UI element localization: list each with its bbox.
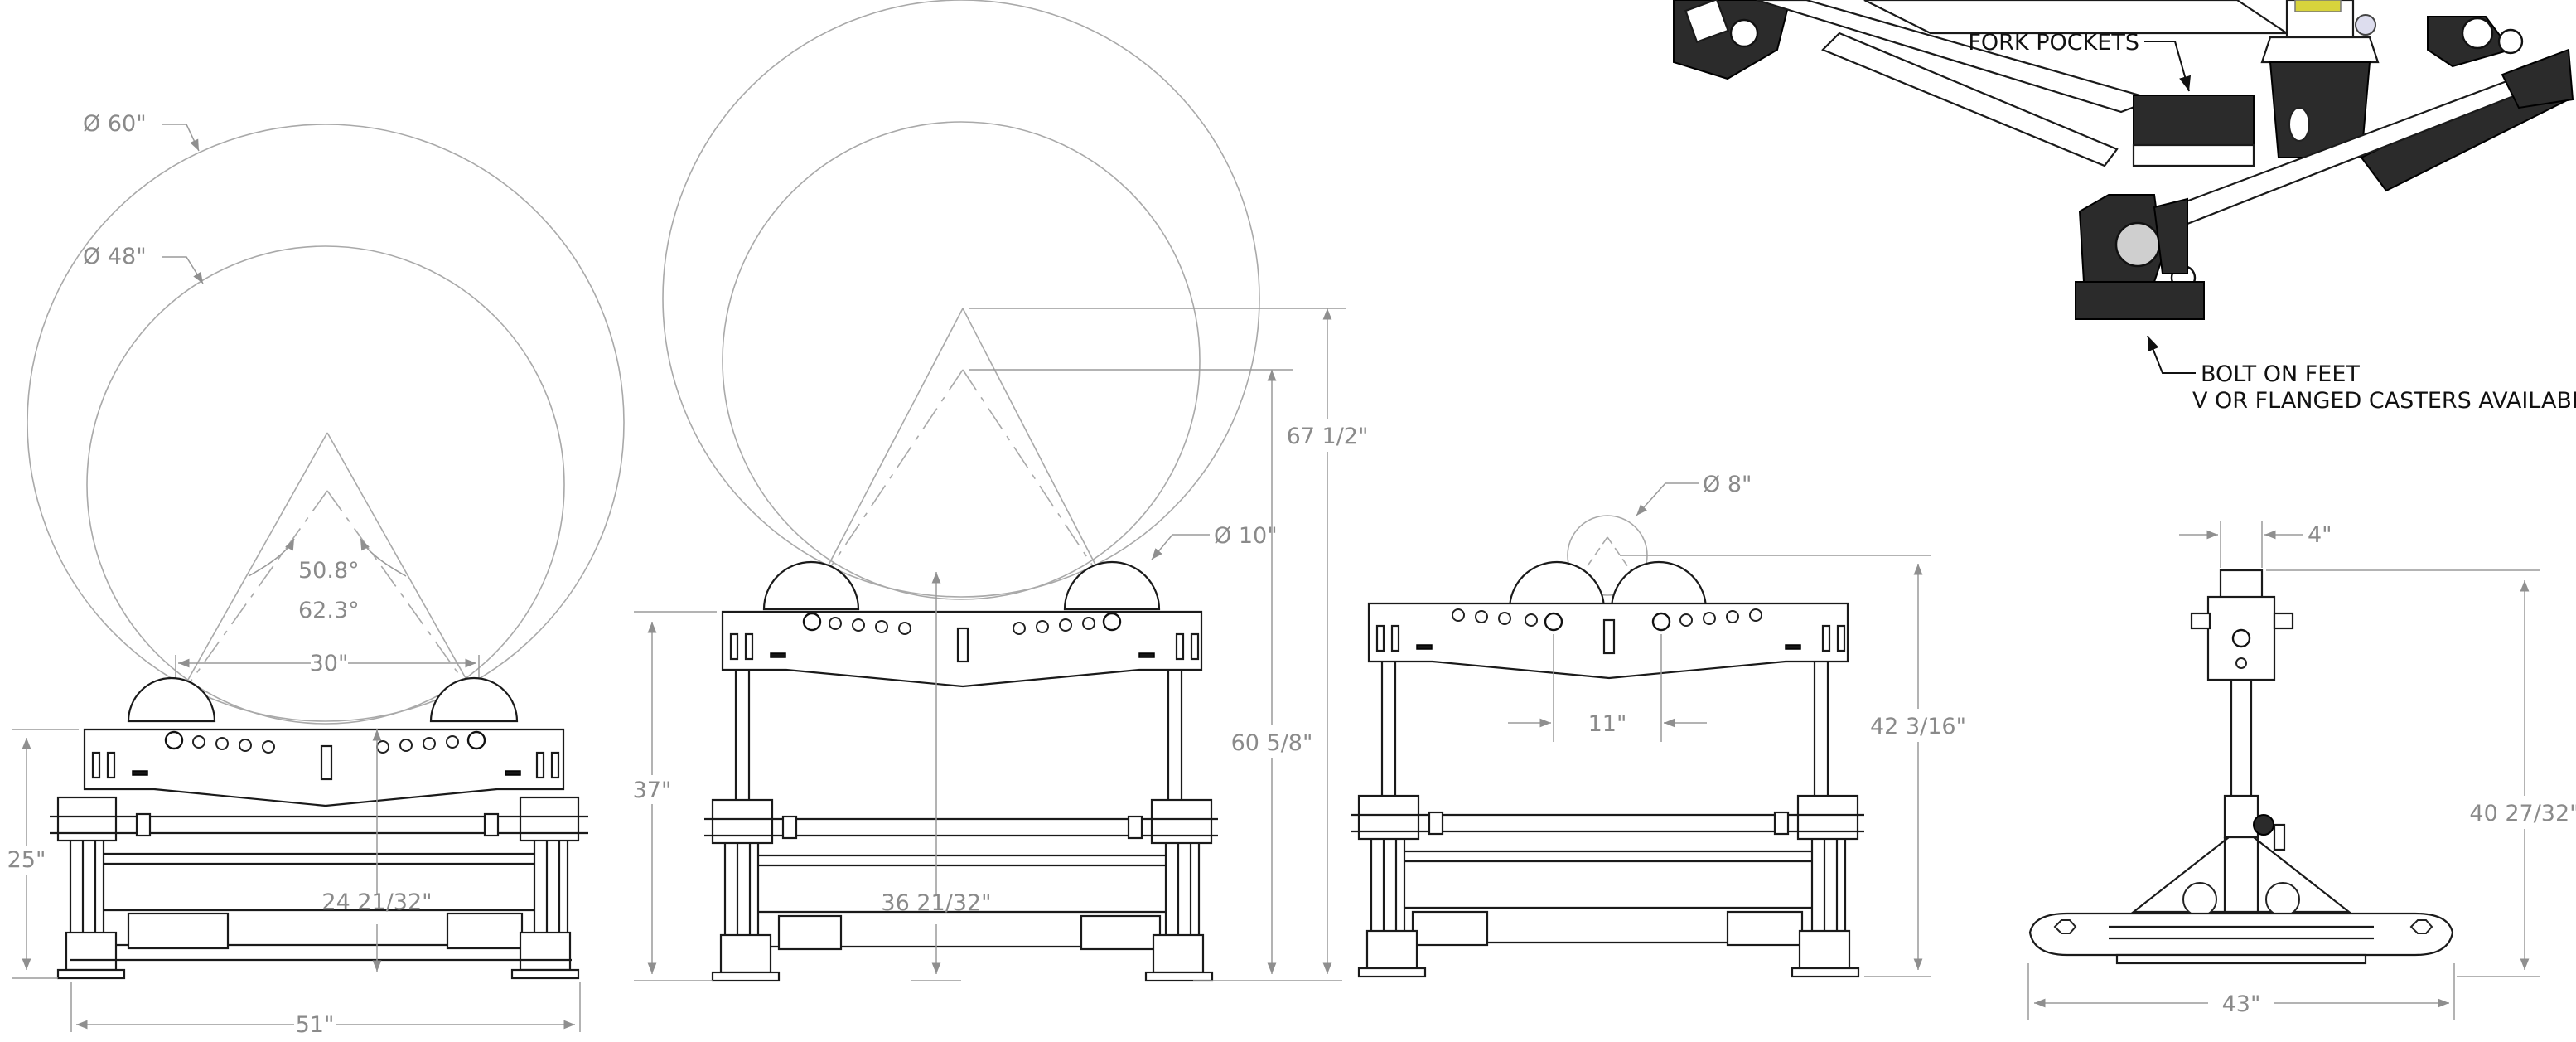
label-spacing-30: 30"	[310, 651, 349, 676]
view-3-front	[1351, 482, 1931, 978]
label-height-42: 42 3/16"	[1870, 714, 1966, 739]
label-dia-60: Ø 60"	[83, 111, 147, 137]
label-casters: V OR FLANGED CASTERS AVAILABLE	[2192, 388, 2576, 414]
pipe-circle-60	[27, 124, 625, 722]
label-height-25: 25"	[7, 847, 46, 873]
label-min-dia: Ø 8"	[1703, 472, 1752, 497]
label-overall-height: 60 5/8"	[1231, 730, 1313, 756]
label-height-40: 40 27/32"	[2469, 801, 2576, 826]
label-angle-50: 50.8°	[298, 558, 360, 584]
view-2-front	[634, 0, 1346, 982]
label-angle-62: 62.3°	[298, 598, 360, 623]
label-center-height-2: 36 21/32"	[881, 890, 991, 916]
label-max-height: 67 1/2"	[1287, 424, 1369, 449]
pipe-circle-max	[662, 0, 1260, 598]
label-fork-pockets: FORK POCKETS	[1968, 30, 2139, 56]
label-wheel-dia: Ø 10"	[1214, 523, 1278, 549]
isometric-view	[1673, 0, 2574, 374]
label-dia-48: Ø 48"	[83, 244, 147, 269]
view-4-side	[2027, 521, 2540, 1020]
pipe-circle-48	[86, 245, 565, 725]
label-spacing-11: 11"	[1588, 711, 1627, 737]
label-width-43: 43"	[2222, 991, 2261, 1017]
label-width-51: 51"	[296, 1012, 335, 1038]
label-height-37: 37"	[633, 778, 672, 803]
label-bolt-on-feet: BOLT ON FEET	[2201, 361, 2360, 387]
view-1-front	[12, 124, 625, 1032]
label-center-height-1: 24 21/32"	[321, 889, 432, 915]
pipe-circle-mid	[722, 121, 1201, 600]
label-wheel-width-4: 4"	[2308, 522, 2332, 548]
